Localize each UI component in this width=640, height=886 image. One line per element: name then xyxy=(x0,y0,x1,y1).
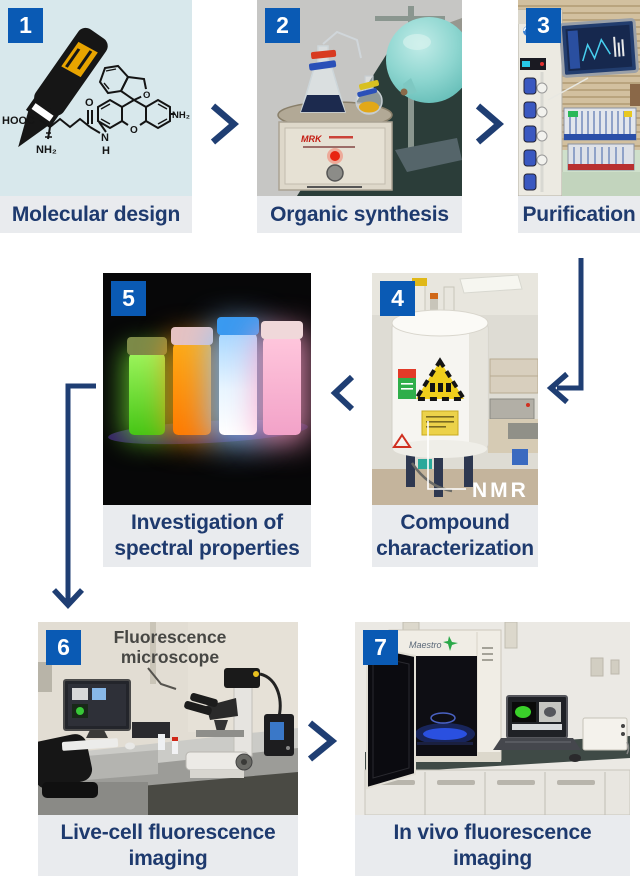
step-4-badge: 4 xyxy=(380,281,415,316)
step-3-caption: Purification xyxy=(518,196,640,233)
connector-line-5-6 xyxy=(65,383,96,601)
amide-hydrogen-label: H xyxy=(102,145,110,157)
step-5-panel: 5 Investigation of spectral properties xyxy=(103,273,311,567)
in-vivo-imaging-photo: Maestro xyxy=(355,622,630,815)
arrow-right-icon-1-2 xyxy=(210,103,239,145)
hooc-label: HOOC xyxy=(2,115,35,127)
step-7-panel: Maestro xyxy=(355,622,630,876)
step-1-badge: 1 xyxy=(8,8,43,43)
arrow-down-icon-5-6 xyxy=(51,588,85,610)
step-3-badge: 3 xyxy=(526,8,561,43)
arrow-right-icon-6-7 xyxy=(307,720,338,762)
pink-vial xyxy=(261,321,303,435)
purification-photo: 3 xyxy=(518,0,640,196)
maestro-label: Maestro xyxy=(409,640,442,650)
step-2-caption: Organic synthesis xyxy=(257,196,462,233)
step-7-badge: 7 xyxy=(363,630,398,665)
pen-icon xyxy=(18,27,108,148)
blue-vial xyxy=(217,317,259,435)
arrow-right-icon-2-3 xyxy=(475,103,504,145)
alpha-amine-label: NH₂ xyxy=(36,144,57,156)
aryl-amine-label: NH₂ xyxy=(172,110,190,121)
molecule-structure-drawing: HOOC NH₂ O N H O xyxy=(2,27,190,157)
amide-nitrogen-label: N xyxy=(101,132,109,144)
molecular-design-illustration: HOOC NH₂ O N H O xyxy=(0,0,192,196)
step-2-badge: 2 xyxy=(265,8,300,43)
green-vial xyxy=(127,337,167,435)
nmr-label: NMR xyxy=(472,479,529,502)
furan-oxygen-label: O xyxy=(143,90,150,101)
step-5-badge: 5 xyxy=(111,281,146,316)
fluorescence-microscope-photo: Fluorescence microscope 6 xyxy=(38,622,298,815)
step-6-caption: Live-cell fluorescence imaging xyxy=(38,815,298,876)
organic-synthesis-photo: MRK xyxy=(257,0,462,196)
stirrer-brand-label: MRK xyxy=(301,134,323,144)
step-7-caption: In vivo fluorescence imaging xyxy=(355,815,630,876)
step-2-panel: MRK xyxy=(257,0,462,233)
step-1-panel: HOOC NH₂ O N H O xyxy=(0,0,192,233)
arrow-left-icon-4-5 xyxy=(330,374,355,412)
step-4-caption: Compound characterization xyxy=(372,505,538,567)
arrow-left-icon-3-4 xyxy=(546,371,569,405)
step-5-caption: Investigation of spectral properties xyxy=(103,505,311,567)
step-6-badge: 6 xyxy=(46,630,81,665)
fluorescent-vials-photo: 5 xyxy=(103,273,311,505)
step-3-panel: 3 Purification xyxy=(518,0,640,233)
nmr-photo: NMR 4 xyxy=(372,273,538,505)
step-1-caption: Molecular design xyxy=(0,196,192,233)
connector-line-3-4 xyxy=(557,258,584,391)
carbonyl-oxygen-label: O xyxy=(85,97,94,109)
orange-vial xyxy=(171,327,213,435)
step-4-panel: NMR 4 Compound characterization xyxy=(372,273,538,567)
fluorescence-microscope-label: Fluorescence microscope xyxy=(113,627,227,668)
xanthene-oxygen-label: O xyxy=(130,125,138,136)
step-6-panel: Fluorescence microscope 6 Live-cell fluo… xyxy=(38,622,298,876)
